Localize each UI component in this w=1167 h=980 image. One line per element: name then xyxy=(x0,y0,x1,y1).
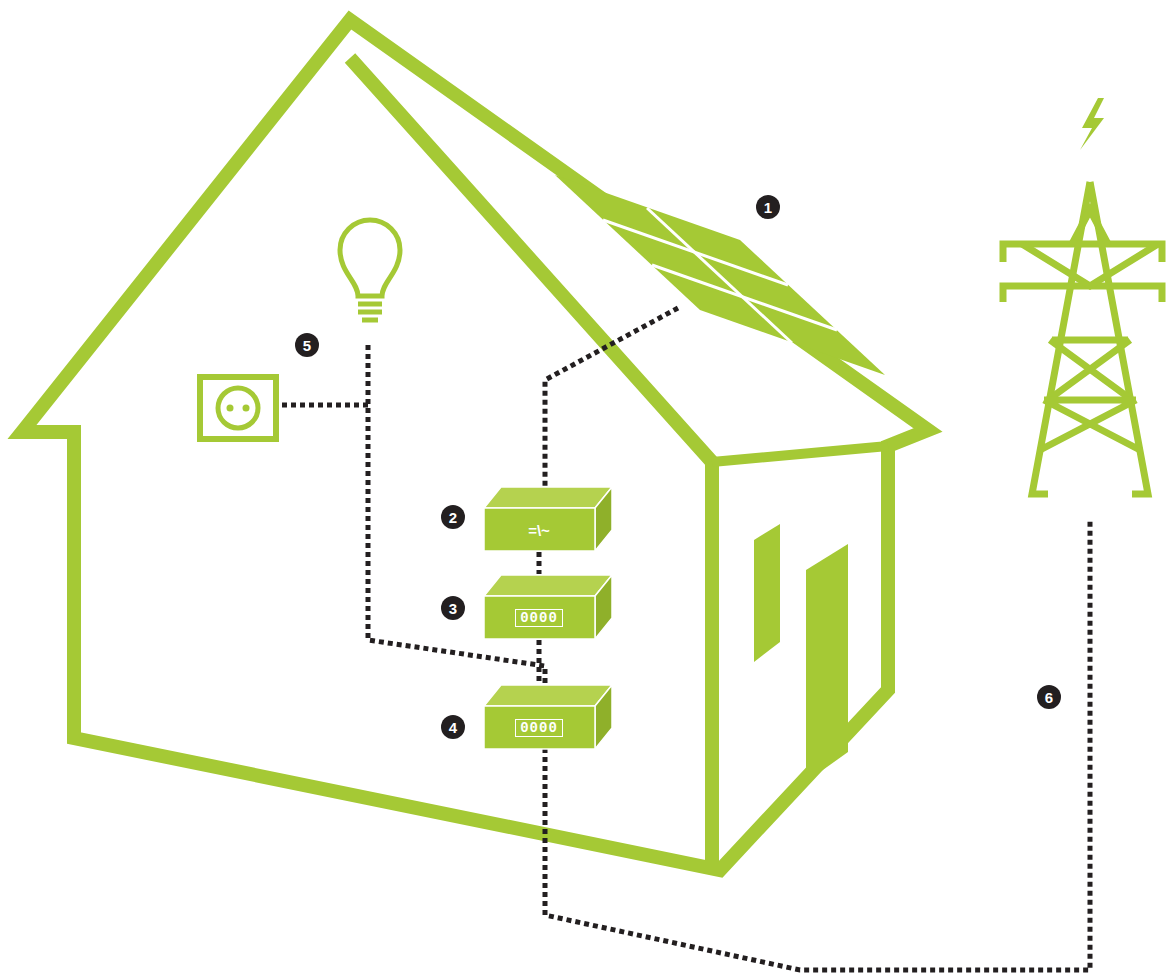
house-eave xyxy=(712,446,888,462)
dotted-wire xyxy=(282,308,1090,970)
callout-number: 4 xyxy=(441,715,465,739)
box-shape xyxy=(483,574,613,640)
box-front: 0000 xyxy=(483,706,595,750)
meter-box: 0000 xyxy=(483,684,613,750)
meter-display: 0000 xyxy=(515,609,563,627)
box-shape xyxy=(483,486,613,552)
box-front: =\~ xyxy=(483,508,595,552)
inverter-box: =\~ xyxy=(483,486,613,552)
box-shape xyxy=(483,684,613,750)
callout-number: 5 xyxy=(295,333,319,357)
house-corner xyxy=(350,58,712,866)
callout-number: 3 xyxy=(441,596,465,620)
box-front: 0000 xyxy=(483,596,595,640)
dotted-wire xyxy=(537,552,542,574)
window xyxy=(754,524,780,662)
callout-number: 6 xyxy=(1037,685,1061,709)
power-pylon xyxy=(1003,98,1162,494)
meter-box: 0000 xyxy=(483,574,613,640)
door xyxy=(806,544,848,782)
callout-number: 2 xyxy=(441,505,465,529)
power-socket xyxy=(200,377,276,439)
house-outline xyxy=(22,20,928,870)
inverter-symbol: =\~ xyxy=(528,522,550,539)
meter-display: 0000 xyxy=(515,719,563,737)
light-bulb xyxy=(340,220,400,320)
dotted-wire xyxy=(537,640,542,684)
callout-number: 1 xyxy=(756,195,780,219)
